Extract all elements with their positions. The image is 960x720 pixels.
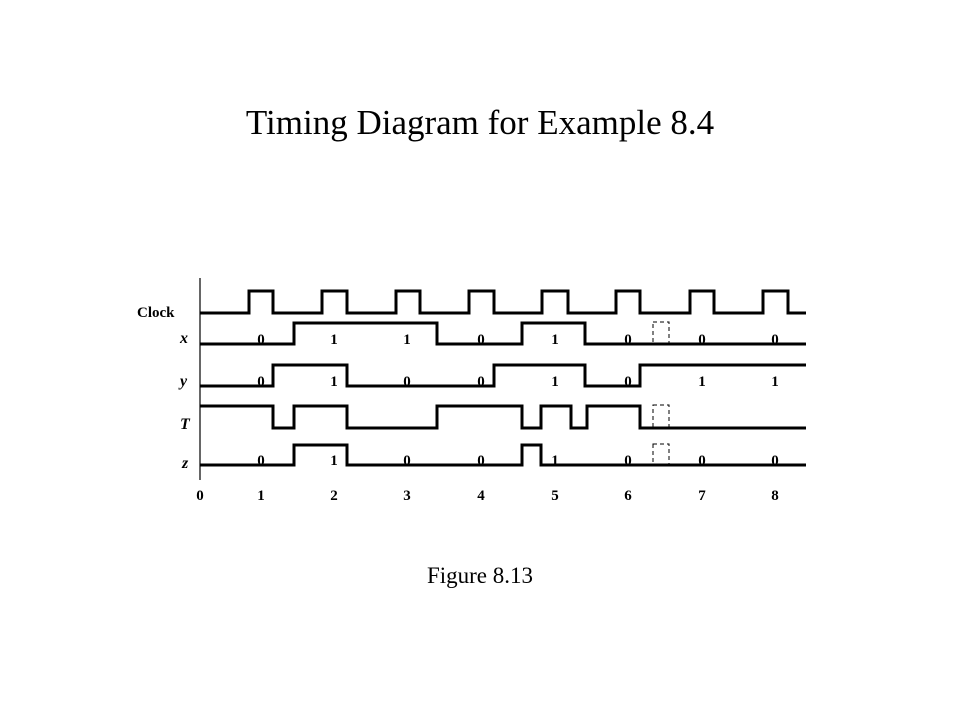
y-value: 1	[330, 374, 338, 390]
page-title: Timing Diagram for Example 8.4	[245, 103, 715, 142]
x-value: 0	[477, 332, 485, 348]
x-value: 0	[257, 332, 265, 348]
x-signal-label: x	[179, 330, 188, 347]
time-label: 4	[477, 488, 485, 504]
y-waveform	[200, 363, 806, 388]
time-label: 6	[624, 488, 632, 504]
time-label: 5	[551, 488, 559, 504]
y-value: 0	[257, 374, 265, 390]
y-value: 1	[698, 374, 706, 390]
z-value: 0	[403, 453, 411, 469]
figure-caption: Figure 8.13	[426, 563, 534, 588]
z-value: 0	[698, 453, 706, 469]
y-value: 1	[771, 374, 779, 390]
time-label: 3	[403, 488, 411, 504]
x-waveform	[200, 321, 806, 346]
t-waveform	[200, 404, 806, 430]
z-value: 0	[257, 453, 265, 469]
t-dashed-pulse-box	[652, 404, 670, 429]
time-label: 8	[771, 488, 779, 504]
z-signal-label: z	[181, 455, 189, 472]
y-value: 0	[624, 374, 632, 390]
x-dashed-pulse-box	[652, 321, 670, 345]
x-value: 1	[330, 332, 338, 348]
time-label: 2	[330, 488, 338, 504]
x-value: 0	[771, 332, 779, 348]
z-value: 0	[771, 453, 779, 469]
z-value: 0	[624, 453, 632, 469]
z-value: 0	[477, 453, 485, 469]
clock-label: Clock	[137, 305, 175, 321]
t-signal-label: T	[180, 416, 191, 433]
clock-waveform	[200, 289, 806, 315]
y-value: 0	[477, 374, 485, 390]
x-value: 1	[403, 332, 411, 348]
z-waveform	[200, 443, 806, 467]
y-signal-label: y	[178, 373, 188, 390]
z-value: 1	[330, 453, 338, 469]
x-value: 0	[698, 332, 706, 348]
x-value: 0	[624, 332, 632, 348]
time-label: 1	[257, 488, 265, 504]
y-value: 0	[403, 374, 411, 390]
time-label: 7	[698, 488, 706, 504]
time-label: 0	[196, 488, 204, 504]
z-value: 1	[551, 453, 559, 469]
x-value: 1	[551, 332, 559, 348]
y-value: 1	[551, 374, 559, 390]
z-dashed-pulse-box	[652, 443, 670, 466]
